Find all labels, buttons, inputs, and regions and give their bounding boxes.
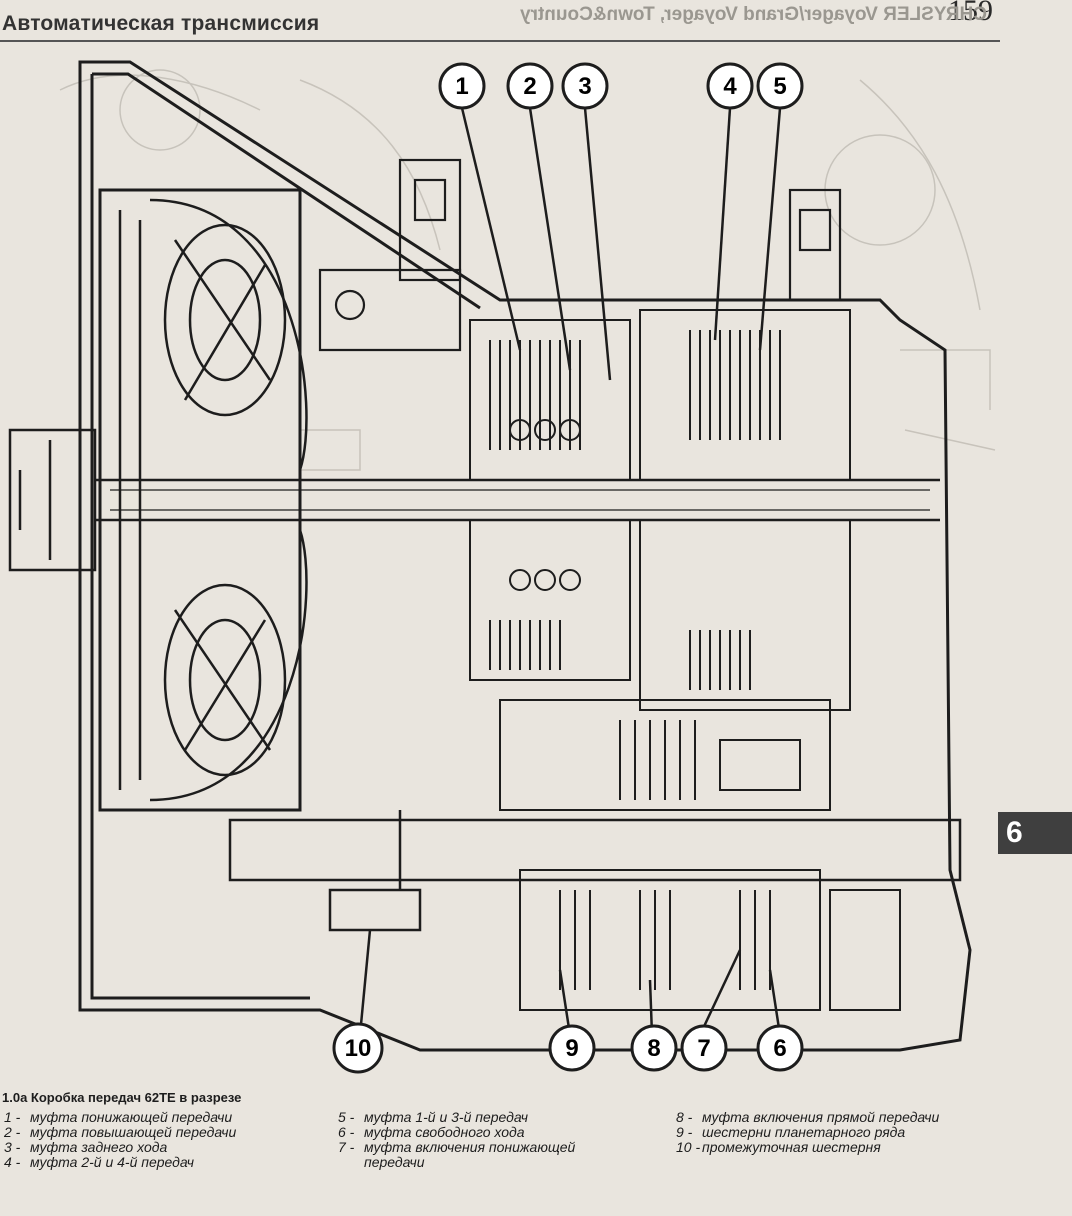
bleed-through-header: CHRYSLER Voyager/Grand Voyager, Town&Cou… (520, 4, 987, 25)
callout-4: 4 (706, 62, 754, 110)
transfer-shaft (228, 810, 962, 932)
legend-item: 4 -муфта 2-й и 4-й передач (4, 1154, 194, 1170)
legend-item: 5 -муфта 1-й и 3-й передач (338, 1109, 528, 1125)
housing (78, 60, 972, 1052)
figure-caption: 1.0a Коробка передач 62TE в разрезе 1 -м… (0, 1090, 1000, 1216)
callout-6: 6 (756, 1024, 804, 1072)
callout-9: 9 (548, 1024, 596, 1072)
clutch-packs-lower (469, 519, 851, 711)
svg-text:10: 10 (345, 1035, 372, 1062)
legend-item: 3 -муфта заднего хода (4, 1139, 168, 1155)
torque-converter (118, 198, 308, 802)
svg-text:1: 1 (455, 73, 468, 100)
input-shaft (8, 428, 940, 572)
chapter-tab: 6 (998, 812, 1072, 854)
callout-1: 1 (438, 62, 486, 110)
legend-column-3: 8 -муфта включения прямой передачи 9 -ше… (676, 1110, 996, 1155)
svg-text:4: 4 (723, 73, 737, 100)
svg-text:7: 7 (697, 1035, 710, 1062)
legend-item: 2 -муфта повышающей передачи (4, 1124, 237, 1140)
legend-item: 8 -муфта включения прямой передачи (676, 1109, 940, 1125)
page-number: 159 (948, 0, 993, 27)
callout-3: 3 (561, 62, 609, 110)
legend-item: 7 -муфта включения понижающей передачи (338, 1139, 576, 1170)
legend-item: 10 -промежуточная шестерня (676, 1139, 881, 1155)
callout-7: 7 (680, 1024, 728, 1072)
callout-8: 8 (630, 1024, 678, 1072)
section-header: Автоматическая трансмиссия (2, 12, 320, 35)
transmission-cross-section-diagram: 1 2 3 4 5 6 7 8 9 10 (8, 60, 996, 1074)
svg-text:8: 8 (647, 1035, 660, 1062)
header-rule (0, 40, 1000, 42)
clutch-packs-upper (469, 309, 851, 481)
legend-item: 9 -шестерни планетарного ряда (676, 1124, 906, 1140)
legend-column-2: 5 -муфта 1-й и 3-й передач 6 -муфта своб… (338, 1110, 638, 1170)
svg-text:3: 3 (578, 73, 591, 100)
legend-column-1: 1 -муфта понижающей передачи 2 -муфта по… (4, 1110, 304, 1170)
svg-text:2: 2 (523, 73, 536, 100)
svg-text:5: 5 (773, 73, 786, 100)
callout-5: 5 (756, 62, 804, 110)
svg-text:6: 6 (773, 1035, 786, 1062)
caption-title: 1.0a Коробка передач 62TE в разрезе (2, 1090, 242, 1105)
bleed-through-art (59, 69, 996, 471)
planetary-section (499, 699, 831, 811)
callout-10: 10 (332, 1022, 384, 1074)
valve-body (318, 158, 842, 352)
bottom-gear-train (519, 869, 901, 1011)
legend-item: 6 -муфта свободного хода (338, 1124, 525, 1140)
callouts: 1 2 3 4 5 6 7 8 9 10 (332, 62, 804, 1074)
leader-lines (358, 107, 782, 1036)
callout-2: 2 (506, 62, 554, 110)
svg-text:9: 9 (565, 1035, 578, 1062)
legend-item: 1 -муфта понижающей передачи (4, 1109, 233, 1125)
